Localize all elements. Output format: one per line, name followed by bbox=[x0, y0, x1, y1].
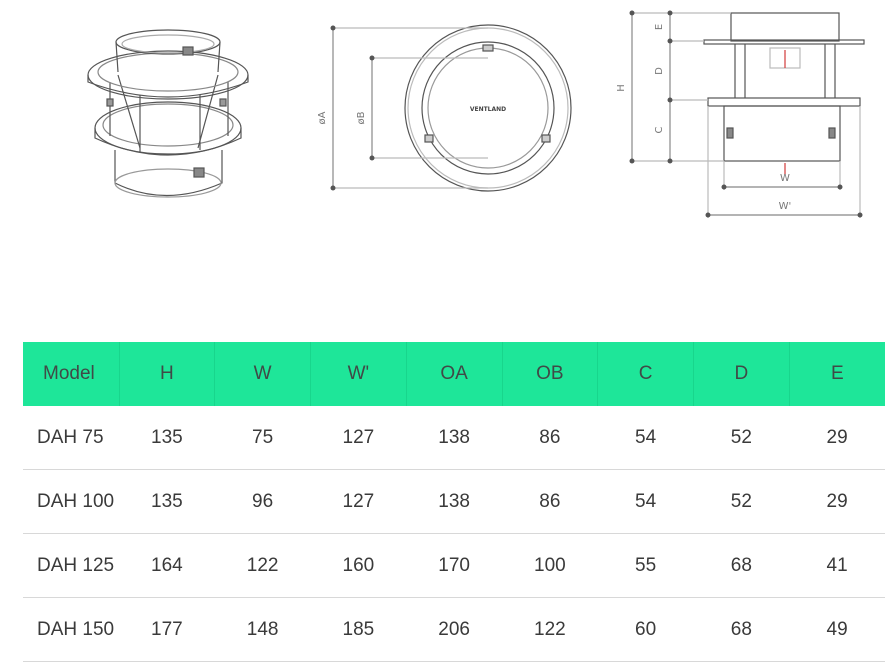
cell-w: 96 bbox=[214, 469, 311, 534]
cell-d: 68 bbox=[693, 597, 790, 662]
table-body: DAH 75 135 75 127 138 86 54 52 29 DAH 10… bbox=[23, 406, 885, 662]
table-row: DAH 125 164 122 160 170 100 55 68 41 bbox=[23, 533, 885, 598]
table-row: DAH 100 135 96 127 138 86 54 52 29 bbox=[23, 469, 885, 534]
cell-model: DAH 125 bbox=[23, 533, 119, 598]
header-oa: OA bbox=[406, 342, 503, 406]
cell-ob: 100 bbox=[502, 533, 598, 598]
cell-ob: 122 bbox=[502, 597, 598, 662]
cell-d: 52 bbox=[693, 469, 790, 534]
cell-model: DAH 100 bbox=[23, 469, 119, 534]
brand-label: VENTLAND bbox=[470, 106, 506, 113]
cell-w: 75 bbox=[214, 406, 311, 470]
cell-w: 148 bbox=[214, 597, 311, 662]
table-header: Model H W W' OA OB C D E bbox=[23, 342, 885, 406]
cell-oa: 138 bbox=[406, 406, 502, 470]
cell-oa: 170 bbox=[406, 533, 502, 598]
cell-c: 54 bbox=[597, 469, 694, 534]
cell-h: 164 bbox=[119, 533, 215, 598]
cell-c: 54 bbox=[597, 406, 694, 470]
table-row: DAH 75 135 75 127 138 86 54 52 29 bbox=[23, 406, 885, 470]
cell-model: DAH 150 bbox=[23, 597, 119, 662]
cell-e: 29 bbox=[789, 406, 885, 470]
side-view-drawing bbox=[631, 12, 865, 218]
dim-label-d: D bbox=[654, 67, 665, 75]
header-d: D bbox=[693, 342, 790, 406]
dim-label-w-prime: W' bbox=[779, 201, 792, 212]
cell-w-prime: 185 bbox=[310, 597, 407, 662]
cell-w-prime: 127 bbox=[310, 406, 407, 470]
cell-d: 68 bbox=[693, 533, 790, 598]
cell-h: 135 bbox=[119, 469, 215, 534]
header-row: Model H W W' OA OB C D E bbox=[23, 342, 885, 406]
cell-e: 29 bbox=[789, 469, 885, 534]
cell-e: 41 bbox=[789, 533, 885, 598]
cell-h: 177 bbox=[119, 597, 215, 662]
cell-d: 52 bbox=[693, 406, 790, 470]
header-c: C bbox=[597, 342, 694, 406]
specifications-table: Model H W W' OA OB C D E DAH 75 135 75 1… bbox=[23, 342, 885, 662]
cell-h: 135 bbox=[119, 406, 215, 470]
isometric-product-drawing bbox=[87, 29, 249, 198]
header-model: Model bbox=[23, 342, 120, 406]
header-w: W bbox=[214, 342, 311, 406]
dim-label-b: øB bbox=[356, 111, 367, 124]
drawings-svg: VENTLAND øA øB H E D C W W' bbox=[87, 10, 865, 218]
cell-w: 122 bbox=[214, 533, 311, 598]
cell-ob: 86 bbox=[502, 406, 598, 470]
cell-c: 60 bbox=[597, 597, 694, 662]
cell-oa: 138 bbox=[406, 469, 502, 534]
dim-label-c: C bbox=[654, 126, 665, 133]
cell-w-prime: 127 bbox=[310, 469, 407, 534]
cell-model: DAH 75 bbox=[23, 406, 119, 470]
dim-label-h: H bbox=[616, 84, 627, 92]
cell-w-prime: 160 bbox=[310, 533, 407, 598]
cell-ob: 86 bbox=[502, 469, 598, 534]
front-view-drawing bbox=[332, 24, 572, 192]
header-e: E bbox=[831, 363, 844, 384]
cell-oa: 206 bbox=[406, 597, 502, 662]
header-h: H bbox=[119, 342, 216, 406]
header-w-prime: W' bbox=[310, 342, 407, 406]
cell-e: 49 bbox=[789, 597, 885, 662]
table-row: DAH 150 177 148 185 206 122 60 68 49 bbox=[23, 597, 885, 662]
cell-c: 55 bbox=[597, 533, 694, 598]
dim-label-w: W bbox=[780, 173, 790, 184]
dim-label-e: E bbox=[654, 24, 665, 30]
header-ob: OB bbox=[502, 342, 599, 406]
dim-label-a: øA bbox=[317, 111, 328, 124]
technical-drawings: VENTLAND øA øB H E D C W W' bbox=[0, 0, 890, 300]
